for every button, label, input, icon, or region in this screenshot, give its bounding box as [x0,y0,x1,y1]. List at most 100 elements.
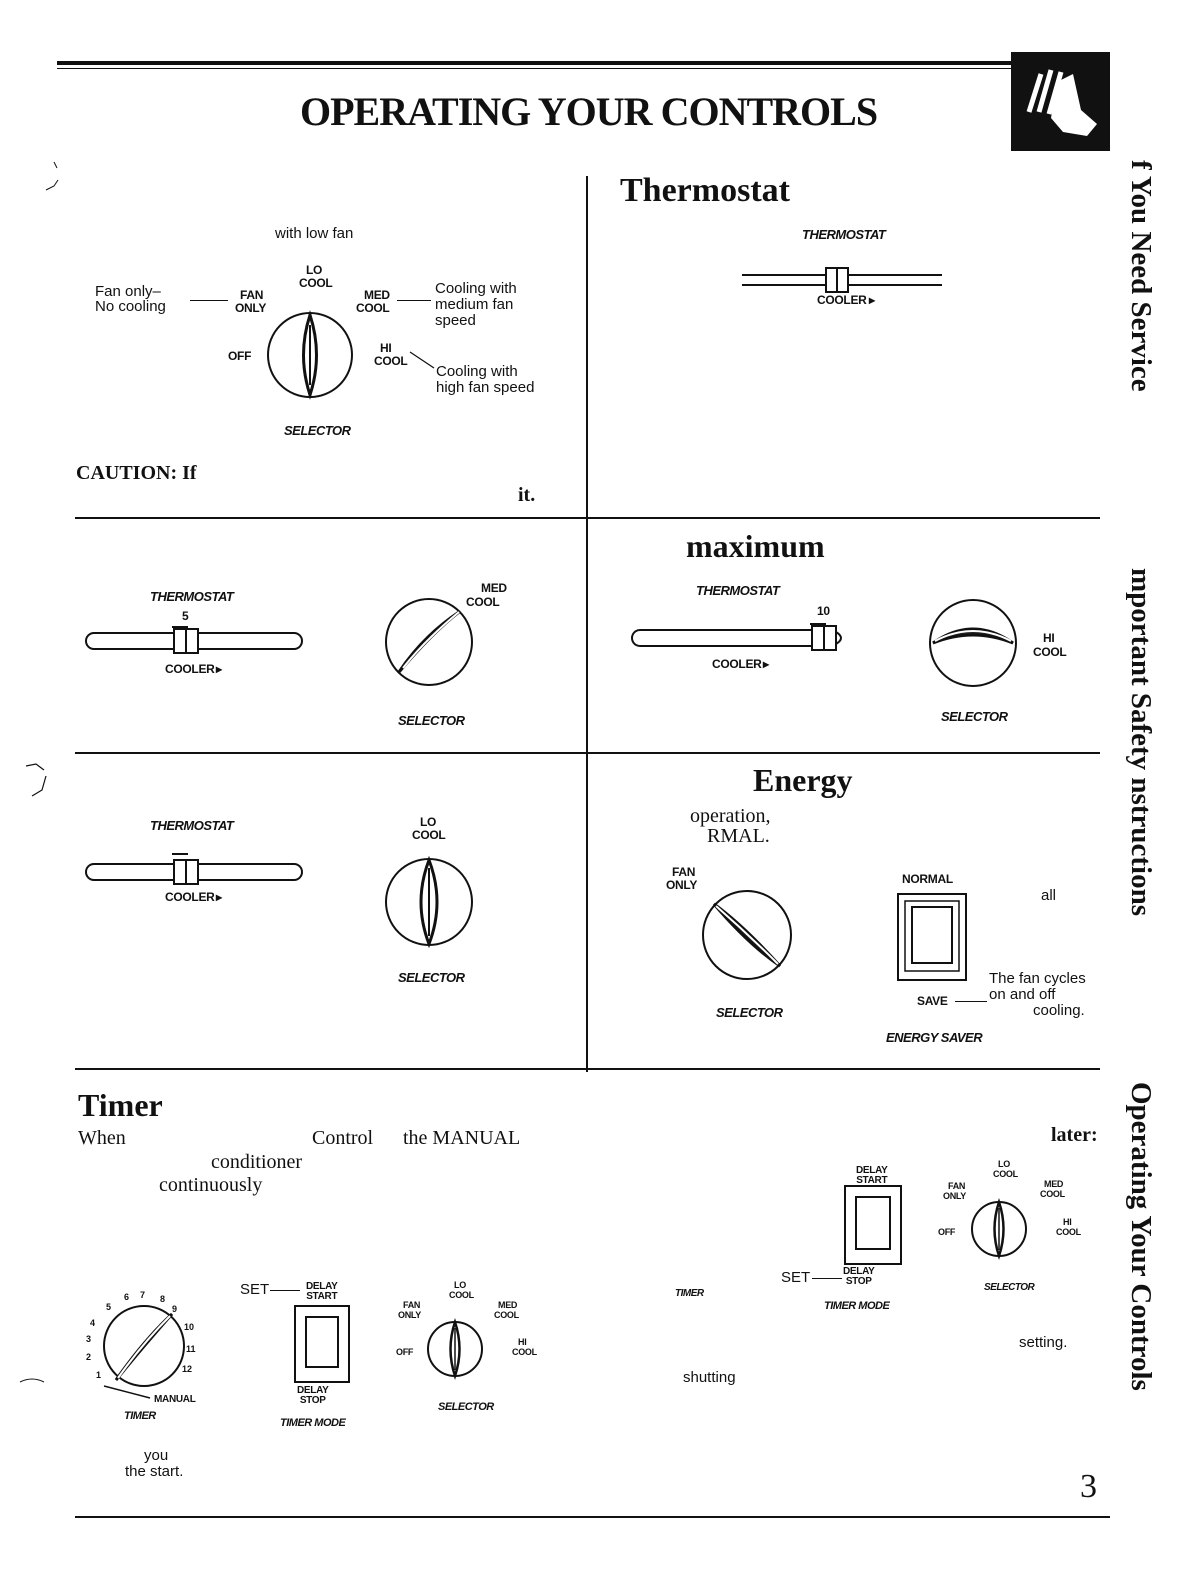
selector-caption: SELECTOR [284,423,351,438]
selector-knob[interactable] [927,597,1019,689]
page-title: OPERATING YOUR CONTROLS [300,89,878,134]
timer-note-start: the start. [125,1463,184,1480]
only-label: ONLY [398,1310,421,1320]
footer-rule [75,1516,1110,1518]
selector-knob[interactable] [700,888,794,982]
timer-note-setting: setting. [1019,1334,1068,1351]
selector-caption: SELECTOR [716,1005,783,1020]
thermostat-slider[interactable] [742,267,942,293]
hi-cool-label: COOL [374,354,408,368]
side-tab-service[interactable]: f You Need Service [1125,160,1157,392]
cooler-label: COOLER [817,293,867,307]
hand-icon [1011,52,1110,151]
selector-caption: SELECTOR [398,713,465,728]
med-cool-label: COOL [1040,1189,1065,1199]
dial-number: 3 [86,1334,91,1344]
timer-text-continuously: continuously [159,1174,263,1196]
timer-note-shutting: shutting [683,1369,736,1386]
hi-cool-label: COOL [1056,1227,1081,1237]
thermostat-caption: THERMOSTAT [150,818,234,833]
hi-label: HI [518,1337,527,1347]
cooler-arrow: ▸ [216,890,222,904]
side-tab-operating[interactable]: Operating Your Controls [1125,1082,1157,1391]
leader-line [270,1290,300,1291]
energy-note-all: all [1041,887,1057,904]
fan-label: FAN [403,1300,421,1310]
selector-knob[interactable] [265,310,355,400]
thermostat-setting: 10 [817,604,830,618]
cool-label: COOL [993,1169,1018,1179]
cooler-arrow: ▸ [869,293,875,307]
thermostat-slider[interactable] [630,622,855,652]
fan-label: FAN [948,1181,966,1191]
med-label: MED [364,288,390,302]
cooler-label: COOLER [165,662,215,676]
energy-text-1: operation, [690,805,771,827]
timer-text-later: later: [1051,1124,1098,1146]
maximum-heading: maximum [686,528,825,564]
leader-line [397,300,431,301]
cooler-label: COOLER [165,890,215,904]
off-label: OFF [938,1227,956,1237]
lo-cool-note: with low fan [275,225,354,242]
set-label: SET [240,1281,270,1298]
hi-cool-note-2: high fan speed [436,379,535,396]
only-label: ONLY [235,301,267,315]
selector-knob[interactable] [383,855,475,949]
header-rule-thin [57,68,1057,69]
timer-text-control: Control [312,1127,374,1149]
fan-only-note-2: No cooling [95,298,166,315]
only-label: ONLY [666,878,698,892]
row-divider-1 [75,517,1100,519]
timer-text-conditioner: conditioner [211,1151,303,1173]
cool-label: COOL [299,276,333,290]
set-label: SET [781,1269,811,1286]
side-tab-safety[interactable]: mportant Safety nstructions [1125,568,1157,916]
energy-text-2: RMAL. [707,825,770,847]
timer-mode-switch[interactable] [844,1185,902,1265]
normal-label: NORMAL [902,872,953,886]
leader-line [409,351,435,369]
leader-line [190,300,228,301]
med-cool-note-1: Cooling with [435,280,517,297]
med-label: MED [481,581,507,595]
thermostat-caption: THERMOSTAT [802,227,886,242]
cooler-label: COOLER [712,657,762,671]
thermostat-caption: THERMOSTAT [696,583,780,598]
start-text: START [856,1175,888,1186]
selector-caption: SELECTOR [438,1401,494,1413]
selector-knob[interactable] [970,1198,1028,1260]
timer-caption: TIMER [675,1288,704,1299]
energy-heading: Energy [753,762,853,798]
med-cool-note-2: medium fan [435,296,514,313]
dial-number: 6 [124,1292,129,1302]
timer-mode-switch[interactable] [294,1305,350,1383]
dial-number: 12 [182,1364,192,1374]
thermostat-slider[interactable] [84,852,304,886]
stop-text: STOP [299,1395,326,1406]
start-text: START [306,1291,338,1302]
selector-knob[interactable] [426,1318,484,1380]
dial-number: 8 [160,1294,165,1304]
delay-text: DELAY [843,1266,875,1277]
med-label: MED [498,1300,518,1310]
hi-cool-label: COOL [512,1347,537,1357]
fan-label: FAN [240,288,264,302]
row-divider-2 [75,752,1100,754]
timer-text-when: When [78,1127,126,1149]
off-label: OFF [228,349,252,363]
delay-text: DELAY [856,1165,888,1176]
energy-saver-switch[interactable] [897,893,967,981]
caution-text-end: it. [518,484,536,506]
hi-label: HI [1043,631,1055,645]
timer-dial[interactable]: 5 6 7 8 9 10 11 12 4 3 2 1 [84,1290,204,1410]
hi-cool-label: COOL [1033,645,1067,659]
selector-knob[interactable] [383,596,475,688]
dial-number: 10 [184,1322,194,1332]
selector-caption: SELECTOR [941,709,1008,724]
med-label: MED [1044,1179,1064,1189]
thermostat-slider[interactable] [84,625,304,655]
